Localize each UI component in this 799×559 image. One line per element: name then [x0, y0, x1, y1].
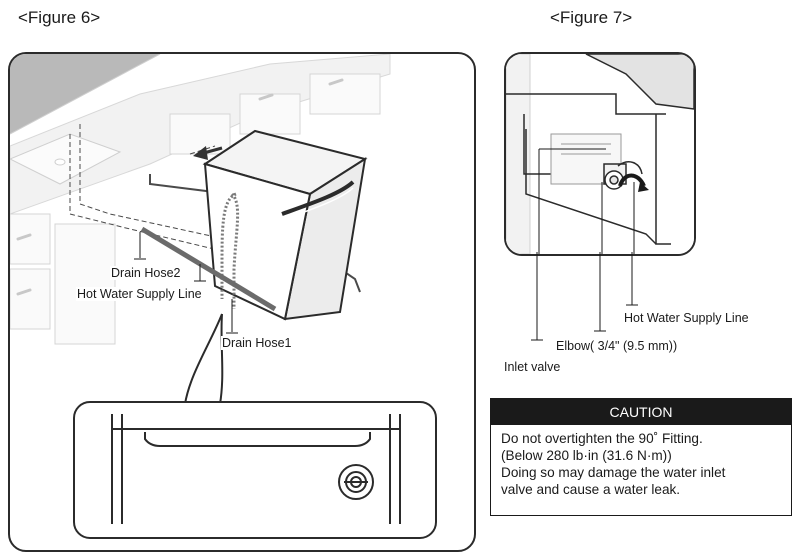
- label-drain-hose1: Drain Hose1: [221, 336, 293, 350]
- figure6-panel: Drain Hose2 Hot Water Supply Line Drain …: [8, 52, 476, 552]
- label-drain-hose2: Drain Hose2: [110, 266, 182, 280]
- inlet-fitting: [338, 464, 374, 500]
- detail-inset: [73, 401, 437, 539]
- caution-line: valve and cause a water leak.: [501, 482, 681, 497]
- label-elbow: Elbow( 3/4" (9.5 mm)): [556, 339, 678, 353]
- rotation-arrow: [618, 173, 646, 187]
- caution-body: Do not overtighten the 90˚ Fitting. (Bel…: [491, 425, 791, 498]
- label-hot-water-supply-line-fig7: Hot Water Supply Line: [624, 311, 749, 325]
- corrugated-hose: [220, 192, 240, 309]
- figure7-panel: [504, 52, 696, 256]
- caution-box: CAUTION Do not overtighten the 90˚ Fitti…: [490, 398, 792, 516]
- label-inlet-valve: Inlet valve: [504, 360, 561, 374]
- caution-heading: CAUTION: [491, 399, 791, 425]
- label-hot-water-supply-line-fig6: Hot Water Supply Line: [76, 287, 203, 301]
- figure7-illustration: [506, 54, 694, 254]
- figure6-title: <Figure 6>: [18, 8, 101, 27]
- sink: [10, 133, 122, 185]
- figure6-illustration: [10, 54, 437, 539]
- caution-line: Doing so may damage the water inlet: [501, 465, 726, 480]
- direction-arrow: [193, 146, 223, 160]
- dishwasher: [202, 129, 368, 321]
- figure7-title: <Figure 7>: [550, 8, 633, 27]
- caution-line: (Below 280 lb·in (31.6 N·m)): [501, 448, 672, 463]
- caution-line: Do not overtighten the 90˚ Fitting.: [501, 431, 703, 446]
